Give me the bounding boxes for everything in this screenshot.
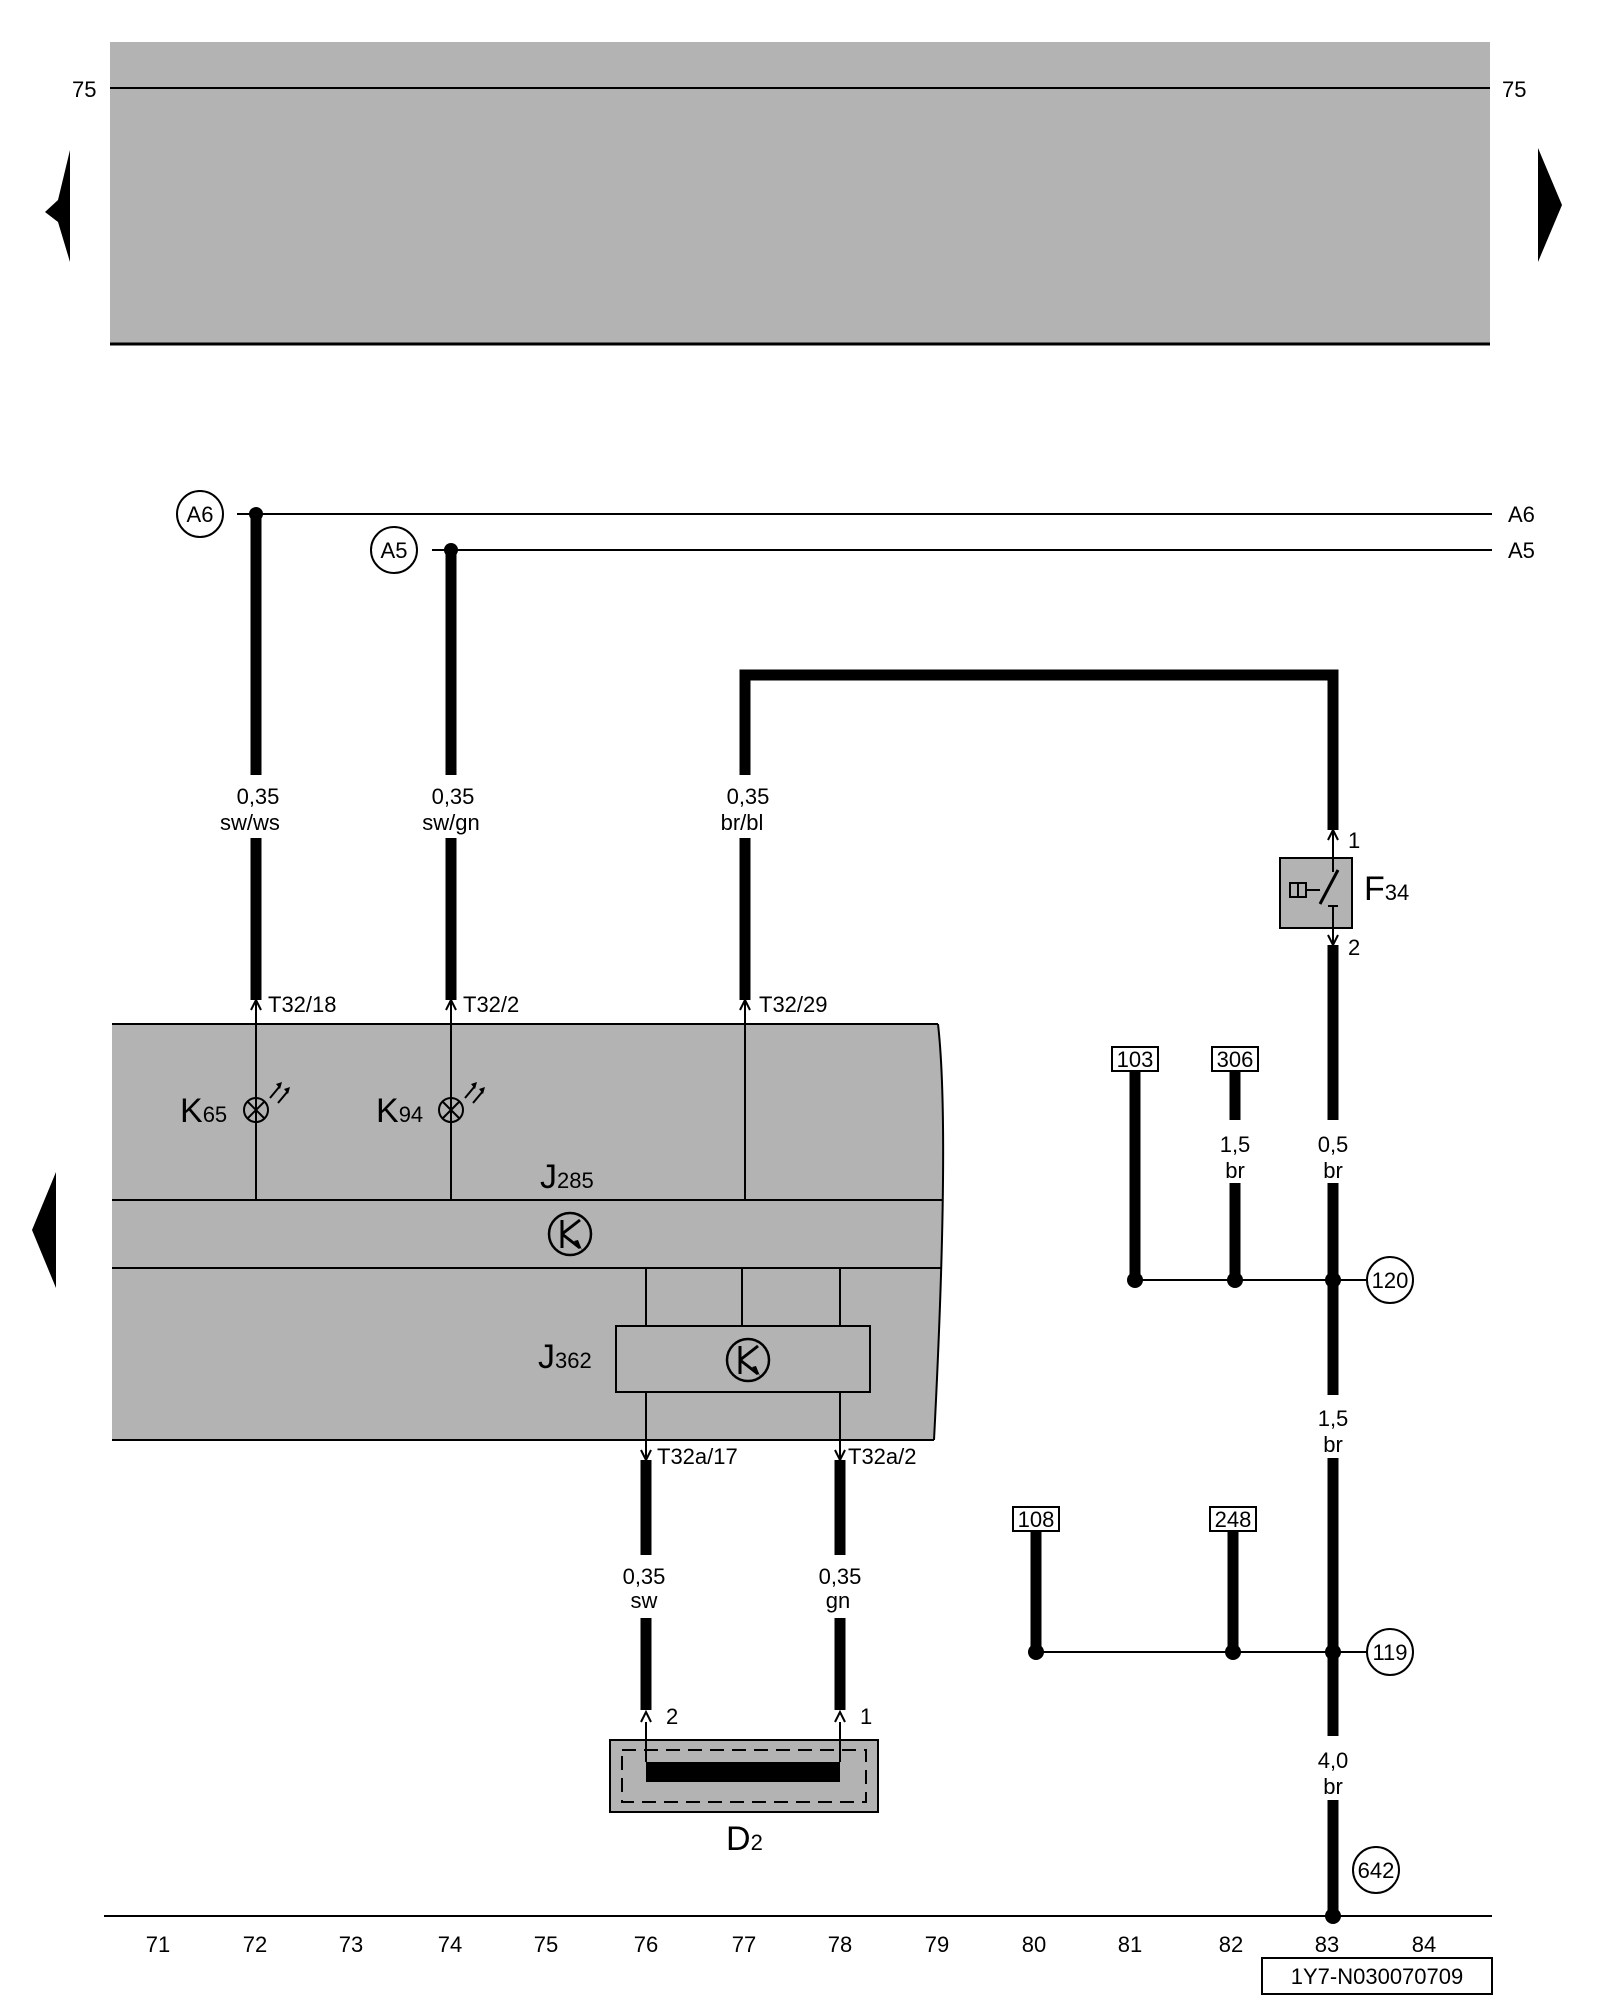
top-track-right-label: 75 [1502, 77, 1526, 102]
top-track-left-label: 75 [72, 77, 96, 102]
wire-gn-color: gn [826, 1588, 850, 1613]
diagram-id: 1Y7-N030070709 [1291, 1964, 1463, 1989]
track-number-78: 78 [828, 1932, 852, 1957]
bus-a6-circle-label: A6 [187, 502, 214, 527]
j285-label: J285 [540, 1158, 594, 1196]
f34-label: F34 [1364, 870, 1409, 908]
wire-br-bl-size: 0,35 [727, 784, 770, 809]
d2-pin-2: 2 [666, 1704, 678, 1729]
track-number-75: 75 [534, 1932, 558, 1957]
track-number-71: 71 [146, 1932, 170, 1957]
branch-306-wire-color: br [1225, 1158, 1245, 1183]
ref-103: 103 [1117, 1047, 1154, 1072]
module-continue-arrow-icon [32, 1172, 56, 1288]
terminal-t32-18: T32/18 [268, 992, 337, 1017]
track-number-83: 83 [1315, 1932, 1339, 1957]
track-number-74: 74 [438, 1932, 462, 1957]
wire-sw-gn-size: 0,35 [432, 784, 475, 809]
page-next-arrow-icon[interactable] [1538, 148, 1562, 262]
f34-pin-2: 2 [1348, 935, 1360, 960]
switch-f34: 1 2 F34 [1279, 827, 1409, 960]
track-number-72: 72 [243, 1932, 267, 1957]
control-unit-j362: J362 [538, 1268, 871, 1393]
ground-trunk: 0,5 br 1,5 br 4,0 br [1318, 945, 1349, 1916]
diagram-id-box: 1Y7-N030070709 [1261, 1957, 1493, 1995]
ground-branch-120: 103 306 1,5 br 120 [1111, 1046, 1414, 1304]
track-number-list: 71 72 73 74 75 76 77 78 79 80 81 82 83 84 [146, 1932, 1436, 1957]
k94-label: K94 [376, 1092, 423, 1130]
track-number-73: 73 [339, 1932, 363, 1957]
ref-248: 248 [1215, 1507, 1252, 1532]
trunk-wire-1-5-size: 1,5 [1318, 1406, 1349, 1431]
trunk-wire-0-5-size: 0,5 [1318, 1132, 1349, 1157]
warning-lamp-k94: K94 [376, 1082, 485, 1130]
ref-108: 108 [1018, 1507, 1055, 1532]
k65-label: K65 [180, 1092, 227, 1130]
warning-lamp-k65: K65 [180, 1082, 290, 1130]
control-unit-j285: J285 [540, 1158, 594, 1257]
wire-sw-ws-size: 0,35 [237, 784, 280, 809]
bus-a5-circle-label: A5 [381, 538, 408, 563]
wire-gn-size: 0,35 [819, 1564, 862, 1589]
trunk-wire-4-0-color: br [1323, 1774, 1343, 1799]
wire-sw: T32a/17 0,35 sw [623, 1392, 738, 1723]
trunk-wire-4-0-size: 4,0 [1318, 1748, 1349, 1773]
track-number-84: 84 [1412, 1932, 1436, 1957]
j362-label: J362 [538, 1338, 592, 1376]
wire-sw-gn-color: sw/gn [422, 810, 479, 835]
ground-point-119: 119 [1372, 1640, 1407, 1665]
ground-point-120: 120 [1372, 1268, 1409, 1293]
reader-coil-d2: 2 1 D2 [609, 1704, 879, 1858]
wire-gn: T32a/2 0,35 gn [819, 1392, 917, 1723]
trunk-wire-1-5-color: br [1323, 1432, 1343, 1457]
f34-pin-1: 1 [1348, 828, 1360, 853]
ref-306: 306 [1217, 1047, 1254, 1072]
wire-sw-color: sw [631, 1588, 658, 1613]
d2-pin-1: 1 [860, 1704, 872, 1729]
ground-point-642: 642 [1358, 1858, 1395, 1883]
branch-306-wire-size: 1,5 [1220, 1132, 1251, 1157]
track-number-80: 80 [1022, 1932, 1046, 1957]
wire-br-bl: 0,35 br/bl T32/29 [721, 669, 1339, 1200]
bus-a5-end-label: A5 [1508, 538, 1535, 563]
bus-line-a5: A5 A5 [370, 526, 1535, 574]
terminal-t32-2: T32/2 [463, 992, 519, 1017]
terminal-t32-29: T32/29 [759, 992, 828, 1017]
bus-a6-end-label: A6 [1508, 502, 1535, 527]
wire-sw-ws: 0,35 sw/ws T32/18 [220, 514, 337, 1200]
terminal-t32a-2: T32a/2 [848, 1444, 917, 1469]
wire-br-bl-color: br/bl [721, 810, 764, 835]
d2-label: D2 [726, 1820, 763, 1858]
top-connector-panel: 75 75 [72, 42, 1526, 346]
ground-branch-119: 108 248 119 [1012, 1506, 1414, 1676]
track-number-77: 77 [732, 1932, 756, 1957]
track-number-81: 81 [1118, 1932, 1142, 1957]
track-number-76: 76 [634, 1932, 658, 1957]
track-number-79: 79 [925, 1932, 949, 1957]
wire-sw-ws-color: sw/ws [220, 810, 280, 835]
ground-point-642-marker: 642 [1325, 1846, 1400, 1924]
trunk-wire-0-5-color: br [1323, 1158, 1343, 1183]
wire-sw-size: 0,35 [623, 1564, 666, 1589]
page-prev-arrow-icon[interactable] [45, 150, 70, 262]
track-ruler: 71 72 73 74 75 76 77 78 79 80 81 82 83 84 [104, 1915, 1492, 1957]
wire-sw-gn: 0,35 sw/gn T32/2 [422, 550, 519, 1200]
terminal-t32a-17: T32a/17 [657, 1444, 738, 1469]
track-number-82: 82 [1219, 1932, 1243, 1957]
